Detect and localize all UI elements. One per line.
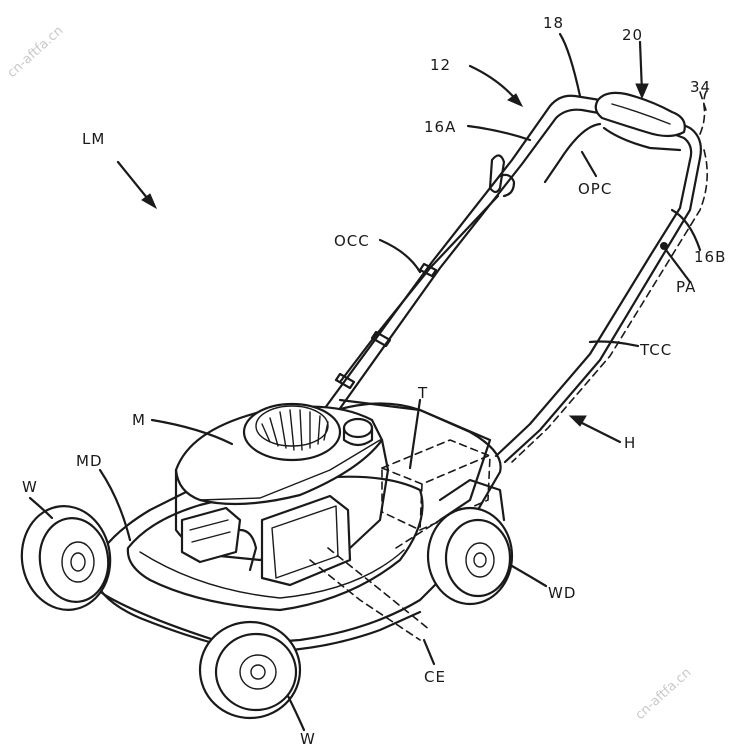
label-opc: OPC [578, 180, 612, 198]
label-34: 34 [690, 78, 711, 96]
label-t: T [417, 384, 428, 402]
label-ce: CE [424, 668, 446, 686]
label-pa: PA [676, 278, 696, 296]
leader-lines [28, 32, 707, 732]
label-w-bottom: W [300, 730, 316, 748]
label-12: 12 [430, 56, 451, 74]
label-18: 18 [543, 14, 564, 32]
label-16b: 16B [694, 248, 726, 266]
wheel-rear-drive [426, 478, 514, 606]
label-md: MD [76, 452, 103, 470]
crankshaft-ce [309, 547, 431, 641]
label-tcc: TCC [639, 341, 672, 359]
reference-labels: LM 12 18 20 34 16A OPC OCC 16B PA TCC T … [22, 14, 726, 748]
pivot-pa [660, 242, 668, 250]
label-20: 20 [622, 26, 643, 44]
transmission-t [381, 439, 491, 549]
engine [174, 402, 390, 587]
label-occ: OCC [334, 232, 370, 250]
label-16a: 16A [424, 118, 456, 136]
watermark-top-left: cn-aftfa.cn [5, 23, 67, 81]
label-wd: WD [548, 584, 576, 602]
label-lm: LM [82, 130, 105, 148]
wheel-front-left [20, 505, 112, 611]
label-h: H [624, 434, 636, 452]
label-w-left: W [22, 478, 38, 496]
label-m: M [132, 411, 146, 429]
wheel-front-right [198, 620, 302, 720]
handle-assembly [323, 87, 709, 464]
watermark-bottom-right: cn-aftfa.cn [633, 665, 695, 723]
handle-grip [594, 91, 686, 138]
